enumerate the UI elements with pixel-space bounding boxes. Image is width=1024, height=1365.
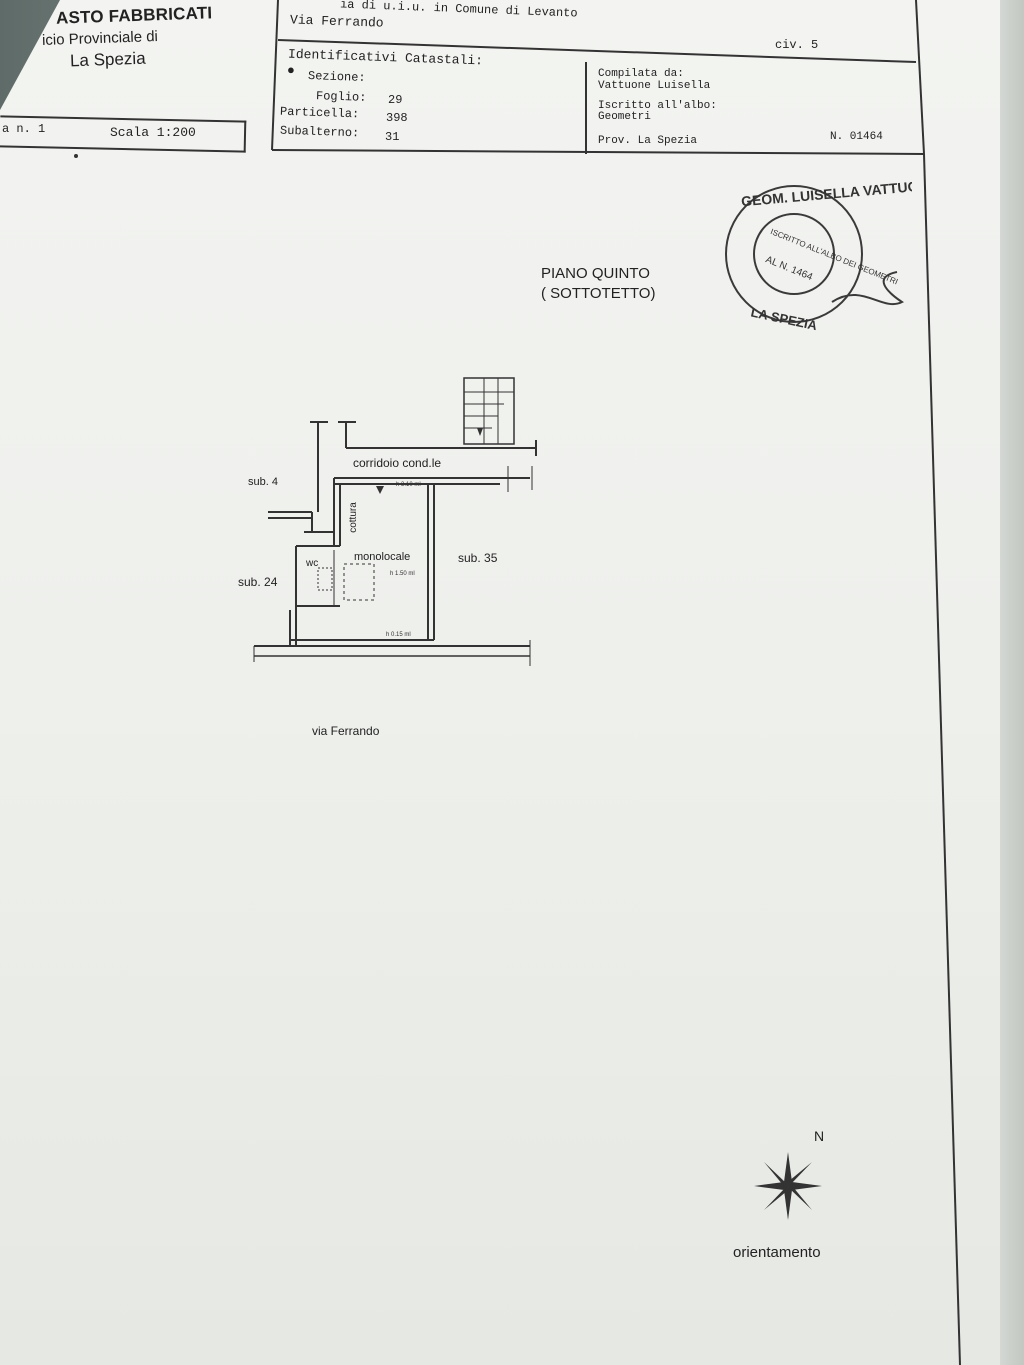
compilata-label: Compilata da: xyxy=(598,68,684,80)
header-civ: civ. 5 xyxy=(775,38,819,52)
sub4-label: sub. 4 xyxy=(248,476,278,488)
compass-rose-icon xyxy=(754,1152,822,1220)
street-label: via Ferrando xyxy=(312,724,380,738)
foglio-value: 29 xyxy=(388,93,403,107)
monolocale-label: monolocale xyxy=(354,551,411,563)
iscritto-label: Iscritto all'albo: xyxy=(598,100,717,112)
albo-number: N. 01464 xyxy=(830,131,883,143)
document-sheet xyxy=(0,0,1000,1365)
north-label: N xyxy=(814,1128,825,1144)
header-table-lines xyxy=(271,0,925,155)
bullet-icon: ● xyxy=(287,62,295,77)
iscritto-value: Geometri xyxy=(598,111,651,123)
floor-title: PIANO QUINTO xyxy=(541,265,650,282)
drawing-frame xyxy=(923,153,961,1365)
sub24-label: sub. 24 xyxy=(238,575,278,589)
particella-value: 398 xyxy=(386,111,408,125)
geometra-stamp: GEOM. LUISELLA VATTUONE ISCRITTO ALL'ALB… xyxy=(725,182,912,332)
subalterno-value: 31 xyxy=(385,130,400,144)
dot-mark xyxy=(74,154,78,158)
floor-plan xyxy=(253,377,537,666)
prov-label: Prov. La Spezia xyxy=(598,135,698,147)
height-bottom: h 0.15 ml xyxy=(386,632,411,638)
orientation-label: orientamento xyxy=(733,1244,821,1261)
cottura-label: cottura xyxy=(347,502,359,533)
floor-subtitle: ( SOTTOTETTO) xyxy=(541,285,656,302)
scale-label: Scala 1:200 xyxy=(110,125,196,140)
height-mid: h 1.50 ml xyxy=(390,571,415,577)
compilata-name: Vattuone Luisella xyxy=(598,80,711,92)
corridor-label: corridoio cond.le xyxy=(353,456,442,470)
sub35-label: sub. 35 xyxy=(458,551,498,565)
wc-label: wc xyxy=(306,558,319,569)
height-top: h 3.10 ml xyxy=(396,482,421,488)
sheet-number: a n. 1 xyxy=(2,122,46,136)
